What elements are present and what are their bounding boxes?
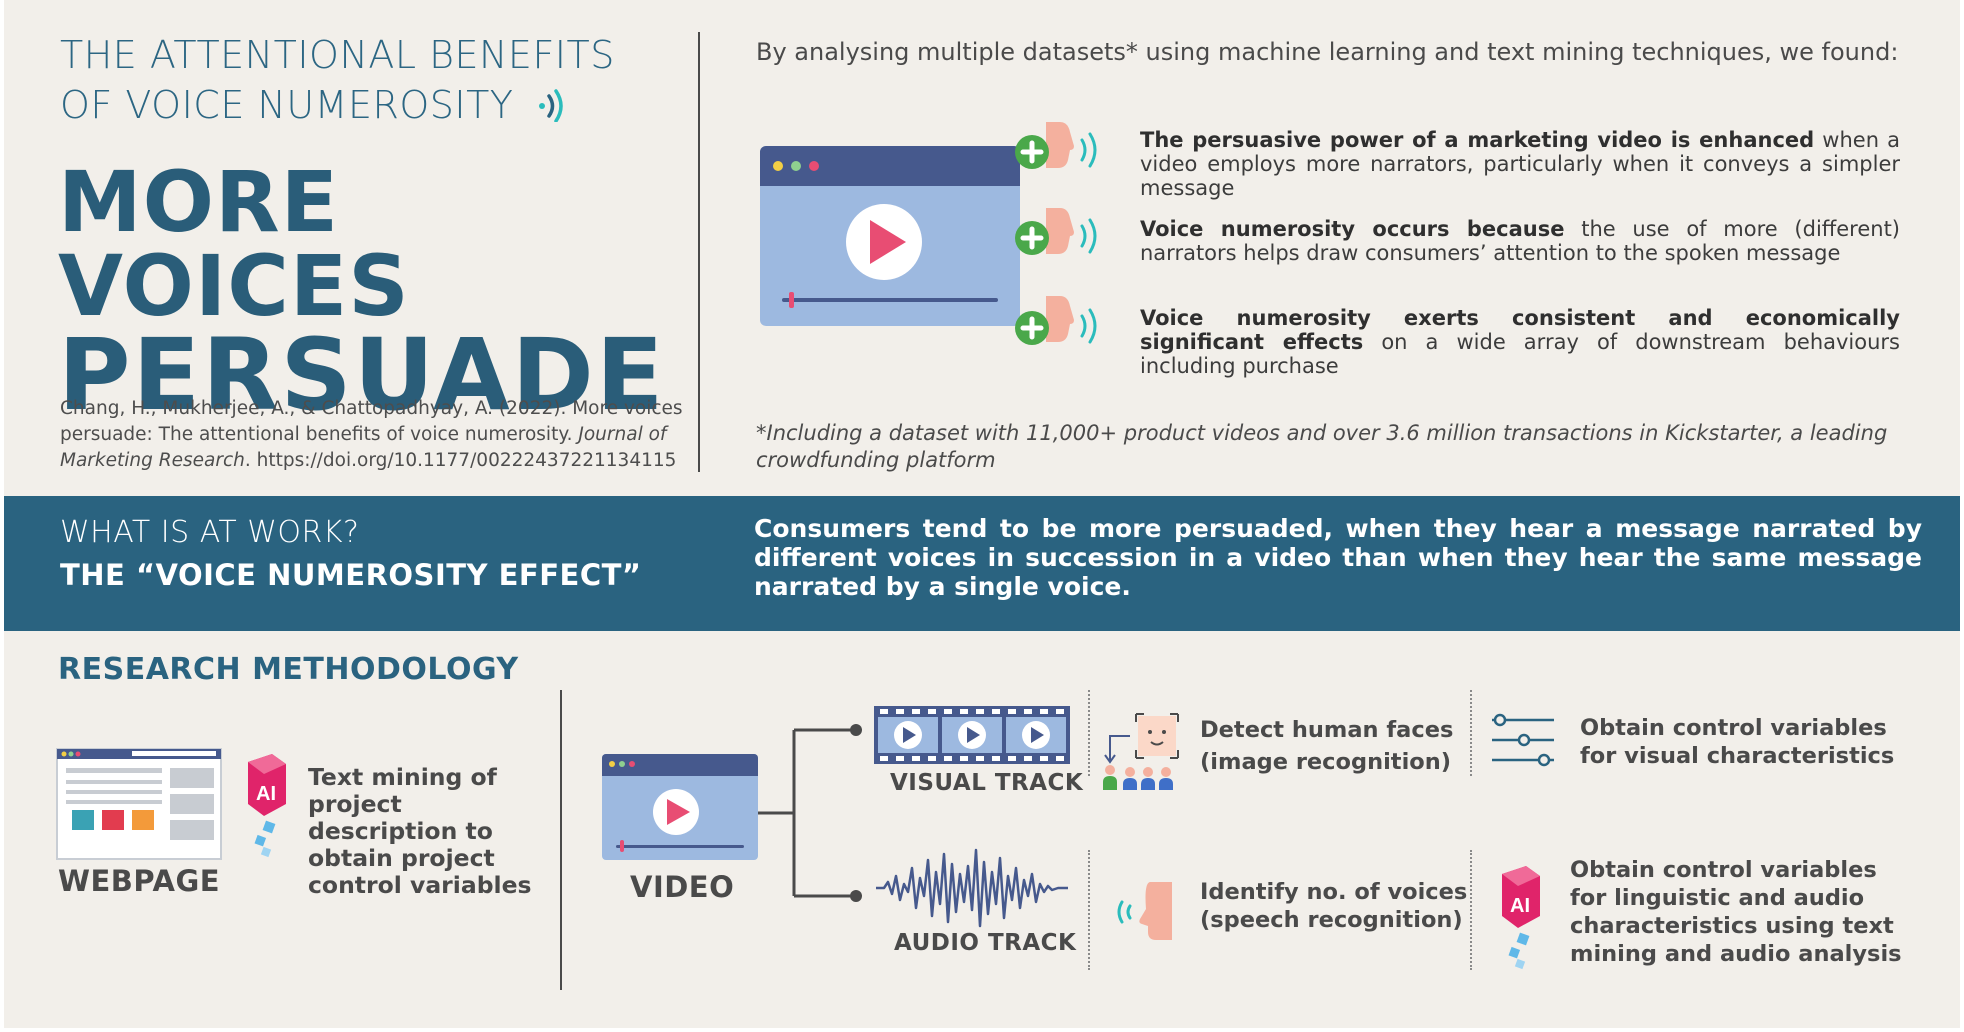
webpage-icon [56, 748, 222, 860]
banner-description: Consumers tend to be more persuaded, whe… [754, 514, 1922, 601]
video-label: VIDEO [630, 870, 735, 904]
headline: MORE VOICES PERSUADE [58, 153, 678, 433]
visual-track-label: VISUAL TRACK [890, 770, 1084, 796]
finding-1: The persuasive power of a marketing vide… [1140, 128, 1900, 200]
video-player-icon [760, 146, 1020, 326]
headline-line-1: MORE VOICES [58, 153, 410, 335]
banner-title: THE “VOICE NUMEROSITY EFFECT” [60, 558, 642, 592]
speaker-2 [1015, 208, 1097, 255]
audio-waveform-icon [876, 848, 1068, 928]
headline-line-2: PERSUADE [58, 318, 666, 433]
webpage-text: Text mining of project description to ob… [308, 763, 532, 899]
banner [4, 496, 1960, 631]
svg-text:AI: AI [256, 783, 276, 805]
top-divider [698, 32, 700, 472]
audio-step-1-text: Identify no. of voices (speech recogniti… [1200, 879, 1468, 933]
face-detect-icon [1103, 713, 1179, 790]
visual-separator-2 [1470, 690, 1472, 776]
methodology-divider [560, 690, 562, 990]
ai-chip-icon: AI [248, 754, 286, 858]
finding-3: Voice numerosity exerts consistent and e… [1140, 306, 1900, 378]
infographic-canvas: THE ATTENTIONAL BENEFITS OF VOICE NUMERO… [4, 0, 1960, 1028]
footnote: *Including a dataset with 11,000+ produc… [756, 421, 1888, 472]
speaker-3 [1015, 296, 1097, 345]
finding-2: Voice numerosity occurs because the use … [1140, 217, 1900, 265]
subtitle-line-2: OF VOICE NUMEROSITY [60, 83, 514, 127]
track-connector [758, 724, 862, 902]
ai-chip-icon-2: AI [1502, 866, 1540, 970]
audio-separator-1 [1088, 850, 1090, 970]
sound-wave-icon [538, 89, 563, 122]
subtitle: THE ATTENTIONAL BENEFITS OF VOICE NUMERO… [60, 30, 680, 130]
audio-track-label: AUDIO TRACK [894, 930, 1077, 956]
visual-separator-1 [1088, 690, 1090, 776]
citation-authors: Chang, H., Mukherjee, A., & Chattopadhya… [60, 398, 683, 445]
svg-text:AI: AI [1510, 895, 1530, 917]
speaker-1 [1015, 122, 1097, 169]
subtitle-line-1: THE ATTENTIONAL BENEFITS [60, 33, 615, 77]
sliders-icon [1492, 713, 1554, 767]
audio-separator-2 [1470, 850, 1472, 970]
citation-doi: . https://doi.org/10.1177/00222437221134… [244, 450, 677, 471]
film-strip-icon [874, 706, 1070, 764]
citation-journal: Journal of Marketing Research [60, 424, 667, 471]
video-player-icon-small [602, 754, 758, 860]
speaking-head-icon [1117, 882, 1172, 940]
webpage-label: WEBPAGE [58, 864, 221, 898]
methodology-title: RESEARCH METHODOLOGY [58, 652, 519, 687]
audio-step-2-text: Obtain control variables for linguistic … [1570, 857, 1902, 967]
visual-step-2-text: Obtain control variables for visual char… [1580, 715, 1895, 769]
video-speakers-illustration [760, 122, 1097, 345]
findings-intro: By analysing multiple datasets* using ma… [756, 38, 1899, 66]
banner-question: WHAT IS AT WORK? [60, 515, 360, 550]
visual-step-1-text: Detect human faces (image recognition) [1200, 717, 1454, 775]
citation: Chang, H., Mukherjee, A., & Chattopadhya… [60, 396, 690, 474]
